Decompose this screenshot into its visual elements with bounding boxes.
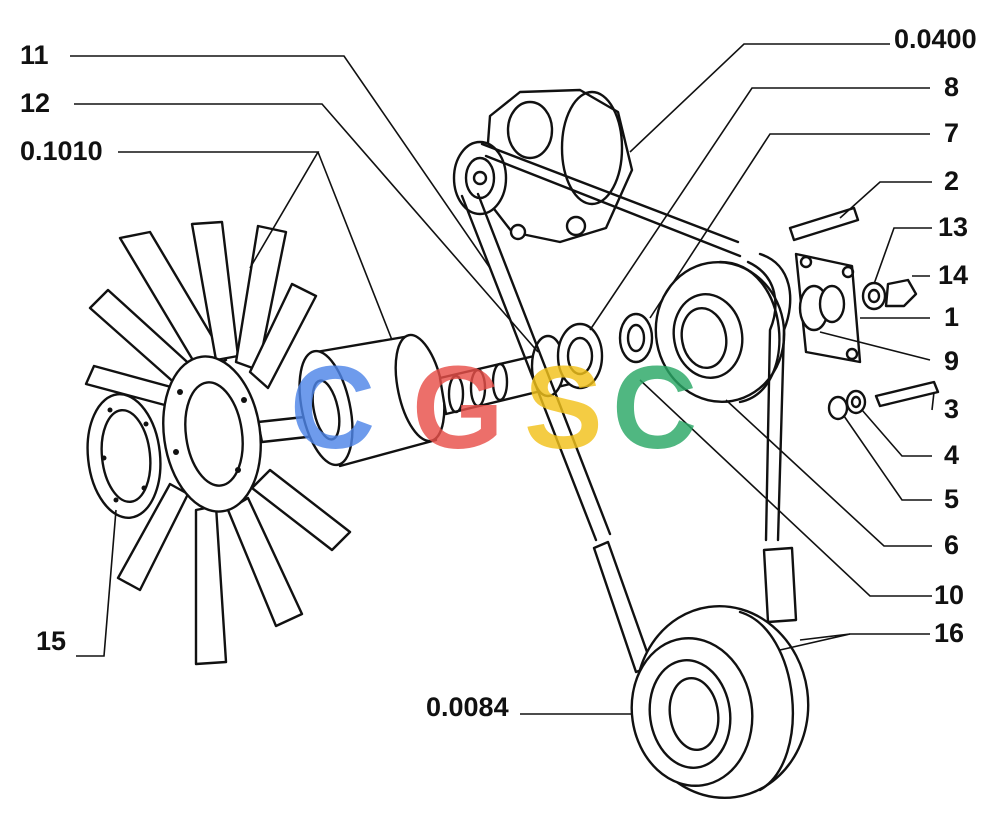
label-10: 10 (934, 580, 964, 610)
label-15: 15 (36, 626, 66, 656)
label-1: 1 (944, 302, 959, 332)
alternator-part-0-0400 (452, 88, 634, 244)
mounting-bracket (794, 252, 862, 364)
label-12: 12 (20, 88, 50, 118)
label-8: 8 (944, 72, 959, 102)
label-14: 14 (938, 260, 968, 290)
flange-part-15 (86, 393, 162, 519)
watermark-letter-c1: C (290, 342, 375, 474)
pump-pulley-housing (654, 260, 786, 404)
label-7: 7 (944, 118, 959, 148)
label-0-0084: 0.0084 (426, 692, 509, 722)
label-2: 2 (944, 166, 959, 196)
cgsc-watermark: C G S C (290, 342, 697, 474)
crank-pulley-part-0-0084 (630, 604, 810, 800)
label-3: 3 (944, 394, 959, 424)
leader-lines (70, 43, 935, 715)
label-5: 5 (944, 484, 959, 514)
part-labels: 11 12 0.1010 0.0400 8 7 2 13 14 1 9 3 4 … (20, 24, 977, 722)
coupling-drum-part-0-1010 (298, 333, 446, 468)
fan-hub (162, 355, 262, 513)
watermark-letter-g: G (412, 342, 504, 474)
drive-belt-part-16 (460, 142, 798, 674)
fasteners-right (788, 206, 940, 421)
label-6: 6 (944, 530, 959, 560)
label-11: 11 (20, 40, 49, 70)
bearings (530, 312, 654, 398)
label-4: 4 (944, 440, 959, 470)
label-0-1010: 0.1010 (20, 136, 103, 166)
watermark-letter-c2: C (612, 342, 697, 474)
label-9: 9 (944, 346, 959, 376)
label-13: 13 (938, 212, 968, 242)
label-0-0400: 0.0400 (894, 24, 977, 54)
label-16: 16 (934, 618, 964, 648)
watermark-letter-s: S (524, 342, 603, 474)
